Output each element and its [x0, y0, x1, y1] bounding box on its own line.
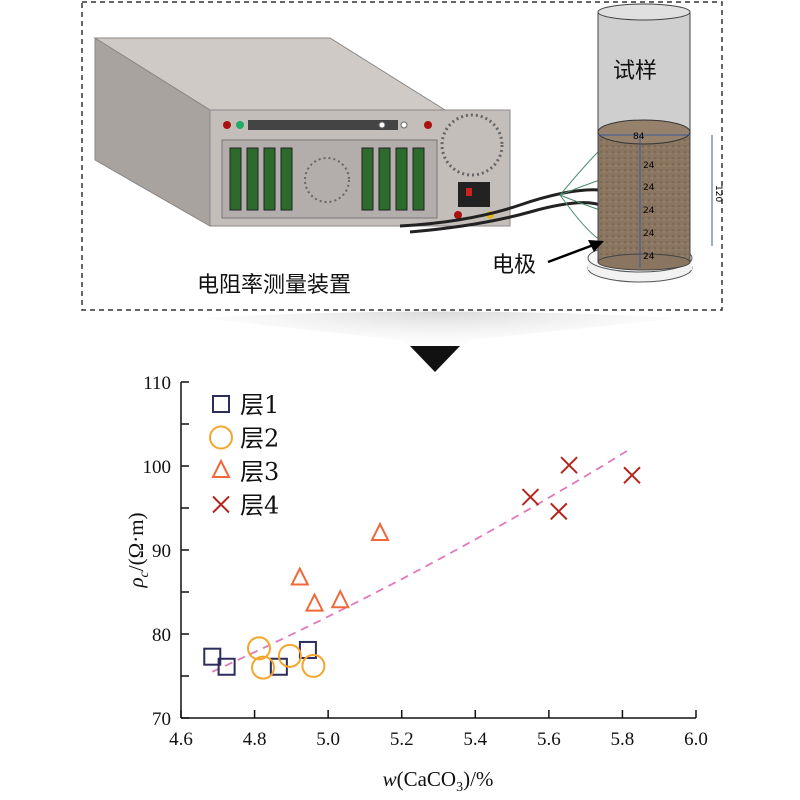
y-axis-label: ρc/(Ω·m)	[124, 512, 152, 588]
data-point-layer2	[251, 655, 276, 680]
legend-label: 层3	[240, 458, 279, 486]
y-tick-label: 70	[152, 709, 171, 730]
x-tick-label: 4.6	[169, 729, 193, 750]
spacing-label: 24	[643, 206, 655, 216]
data-point-layer4	[550, 502, 568, 521]
spacing-label: 24	[643, 183, 655, 193]
data-point-layer3	[304, 592, 325, 612]
x-tick-label: 4.8	[243, 729, 267, 750]
resistivity-device	[93, 37, 601, 241]
x-axis-label: w(CaCO3)/%	[383, 767, 494, 795]
y-tick-label: 100	[143, 457, 172, 478]
y-tick-label: 90	[152, 541, 171, 562]
legend-marker-x-icon	[212, 495, 230, 514]
spacing-label: 24	[643, 252, 655, 262]
legend-marker-square-icon	[212, 395, 230, 413]
data-point-layer2	[246, 636, 271, 661]
data-point-layer1	[203, 647, 222, 666]
diameter-label: 84	[633, 132, 645, 142]
x-tick-label: 5.8	[611, 729, 635, 750]
diagram-frame	[81, 1, 723, 311]
apparatus-diagram: 电阻率测量装置 试样 84 24 24 24 24 24 120 电极	[81, 1, 723, 311]
x-tick-label: 6.0	[684, 729, 708, 750]
x-tick-label: 5.2	[390, 729, 414, 750]
legend-label: 层4	[240, 492, 279, 520]
x-tick-label: 5.4	[463, 729, 487, 750]
electrode-label: 电极	[492, 253, 536, 278]
data-point-layer2	[277, 643, 302, 668]
data-point-layer1	[217, 657, 236, 676]
sample-cylinder: 试样 84 24 24 24 24 24 120	[587, 3, 723, 283]
x-tick-label: 5.0	[316, 729, 340, 750]
spacing-label: 24	[643, 229, 655, 239]
trend-line	[211, 448, 631, 673]
data-point-layer4	[623, 466, 641, 484]
device-label: 电阻率测量装置	[197, 273, 351, 298]
y-tick-label: 80	[152, 625, 171, 646]
data-point-layer4	[521, 488, 540, 506]
legend-marker-triangle-icon	[211, 458, 231, 478]
scatter-chart: 4.6 4.8 5.0 5.2 5.4 5.6 5.8 6.0 70 80 90 100 110 层1 层…	[124, 373, 708, 795]
data-point-layer3	[370, 521, 390, 542]
y-tick-label: 110	[143, 373, 171, 394]
flow-arrow-icon	[200, 311, 680, 372]
legend-label: 层1	[240, 391, 279, 419]
legend-marker-circle-icon	[209, 425, 233, 450]
x-tick-label: 5.6	[537, 729, 561, 750]
height-label: 120	[713, 185, 723, 202]
data-point-layer4	[560, 456, 578, 474]
data-point-layer3	[330, 589, 350, 609]
electrode-arrow	[547, 242, 597, 264]
legend-label: 层2	[240, 425, 279, 453]
sample-label: 试样	[613, 59, 657, 84]
data-point-layer3	[290, 566, 310, 586]
spacing-label: 24	[643, 161, 655, 171]
data-point-layer2	[301, 653, 326, 678]
